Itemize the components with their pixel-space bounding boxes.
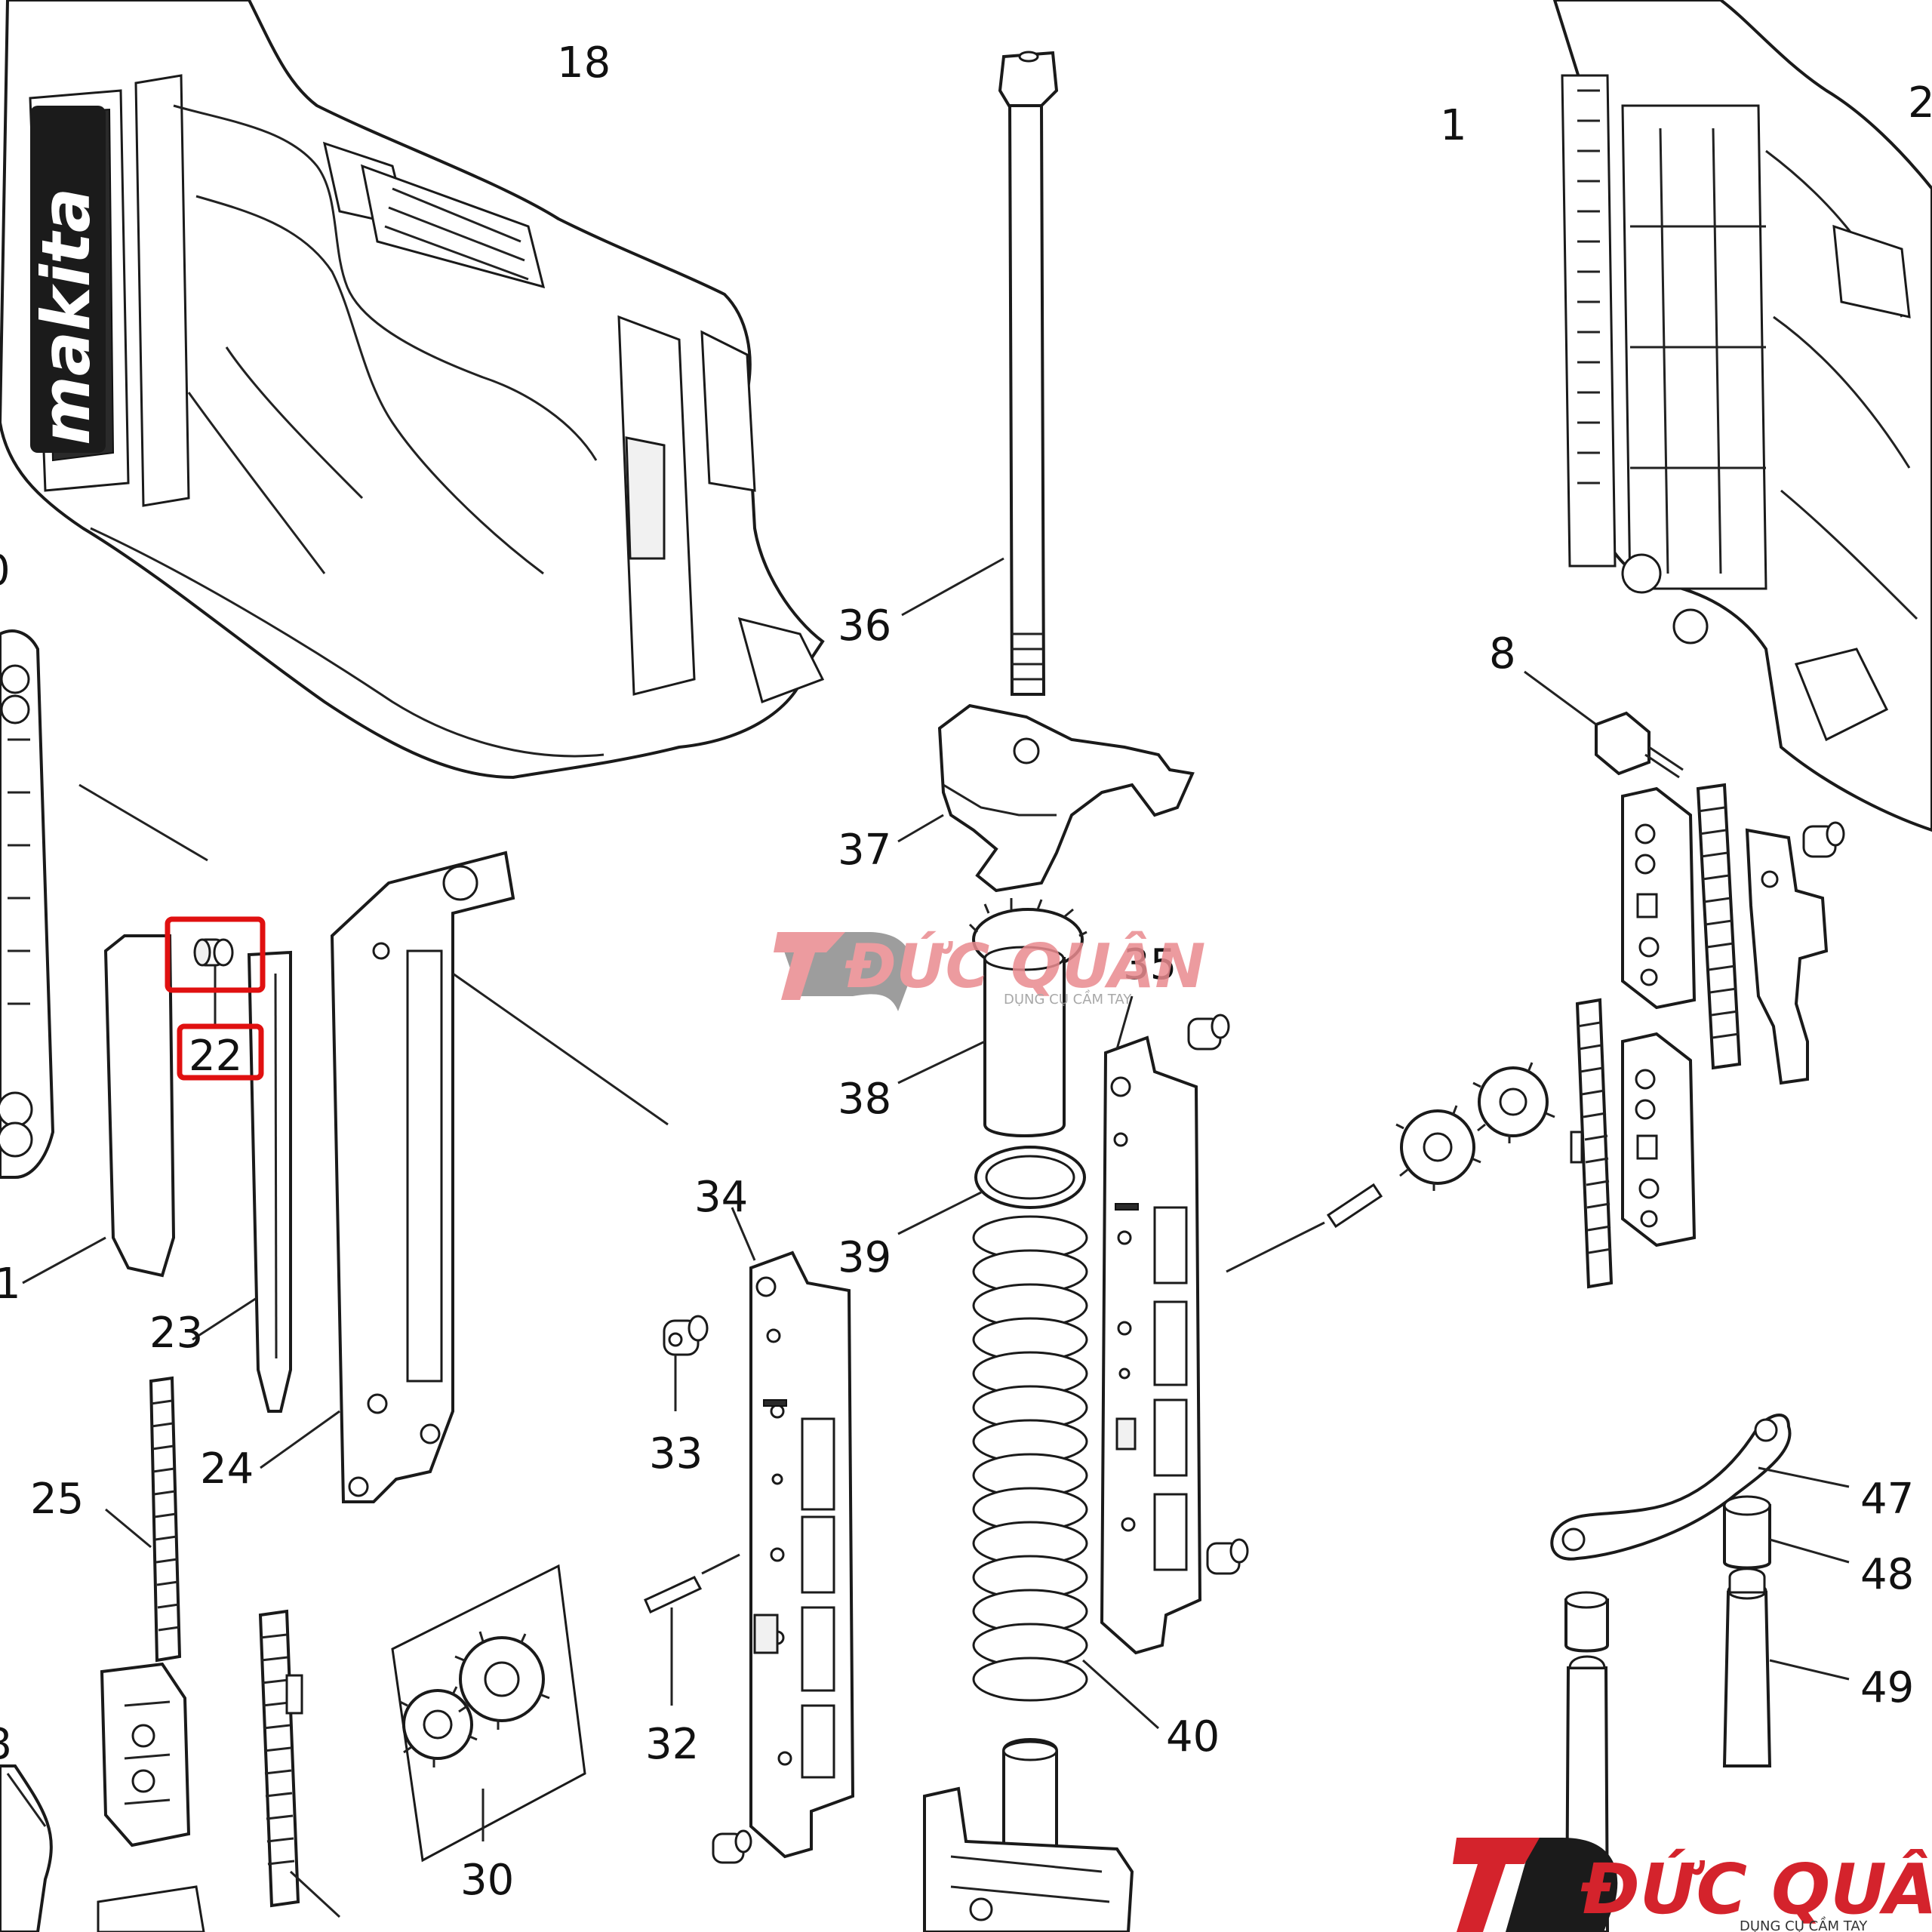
callout-47: 47 — [1860, 1475, 1914, 1524]
plate-part-35 — [1100, 1035, 1202, 1655]
highlight-part-22 — [165, 916, 266, 1081]
callout-35: 35 — [1123, 940, 1177, 989]
gear-small — [399, 1686, 478, 1767]
gears-right — [1395, 1062, 1555, 1191]
callout-24: 24 — [200, 1444, 254, 1494]
screw-upper-35 — [1187, 1014, 1230, 1051]
makita-logo: makita — [27, 106, 106, 453]
highlight-box-part — [165, 916, 266, 993]
watermark-center: ĐỨC QUÂN DỤNG CỤ CẦM TAY — [774, 931, 1205, 1011]
screw-right-upper — [1802, 821, 1845, 858]
right-plate-lower — [1621, 1032, 1697, 1247]
callout-21-partial: 1 — [0, 1260, 21, 1309]
callout-1: 1 — [1440, 101, 1467, 150]
callout-49: 49 — [1860, 1663, 1914, 1712]
rack-part-25 — [149, 1376, 182, 1663]
bush-part-48 — [1723, 1495, 1771, 1570]
plate-part-21 — [103, 934, 176, 1278]
callout-39: 39 — [838, 1233, 891, 1282]
spring-part-40 — [972, 1215, 1088, 1702]
callout-40: 40 — [1166, 1712, 1220, 1761]
plate-part-34 — [749, 1251, 855, 1859]
washer-part-39 — [974, 1146, 1086, 1209]
link-part-47 — [1550, 1414, 1792, 1561]
sleeve-part-38 — [968, 898, 1088, 1137]
left-strip-part-20 — [0, 629, 55, 1179]
highlight-box-label — [177, 1023, 264, 1081]
bracket-part-37 — [937, 703, 1195, 893]
pin-part-22 — [193, 938, 234, 1026]
callout-22: 22 — [189, 1032, 242, 1081]
callout-33: 33 — [649, 1429, 703, 1478]
right-bracket-upper — [1745, 828, 1829, 1085]
callout-20-partial: 0 — [0, 546, 11, 595]
right-plate-upper — [1621, 786, 1697, 1010]
callout-labels: 18 1 2 36 8 37 35 22 38 39 34 23 33 24 2… — [0, 38, 1932, 1905]
bracket-part-28 — [0, 1764, 205, 1932]
callout-48: 48 — [1860, 1550, 1914, 1599]
watermark-center-name: ĐỨC QUÂN — [844, 931, 1205, 1001]
blade-part-23 — [247, 950, 292, 1413]
callout-8: 8 — [1489, 629, 1516, 678]
callout-28-partial: 8 — [0, 1720, 12, 1769]
makita-logo-text: makita — [27, 188, 105, 445]
slide-block — [100, 1662, 191, 1847]
watermark-corner-tagline: DỤNG CỤ CẦM TAY — [1740, 1916, 1868, 1932]
screw-bottom — [712, 1829, 752, 1864]
watermark-corner-name: ĐỨC QUÂN — [1580, 1847, 1932, 1930]
housing-part-18: makita — [0, 0, 825, 780]
pin-part-49 — [1722, 1567, 1772, 1767]
callout-36: 36 — [838, 601, 891, 651]
rack-right-upper — [1696, 783, 1742, 1070]
rack-part-26 — [258, 1609, 303, 1908]
callout-23: 23 — [149, 1309, 203, 1358]
screw-lower-35 — [1206, 1538, 1249, 1575]
housing-part-1 — [1552, 0, 1932, 832]
callout-34: 34 — [694, 1173, 748, 1222]
watermark-center-tagline: DỤNG CỤ CẦM TAY — [1004, 989, 1132, 1008]
gear-large — [454, 1631, 550, 1730]
pin-right — [1326, 1183, 1383, 1229]
callout-30: 30 — [460, 1856, 514, 1905]
guide-base — [923, 1738, 1134, 1932]
connector-part-8 — [1595, 711, 1684, 779]
callout-37: 37 — [838, 826, 891, 875]
shaft-part-36 — [998, 51, 1059, 696]
roll-pin-part-32 — [644, 1576, 703, 1614]
rack-right-lower — [1570, 998, 1614, 1289]
callout-2: 2 — [1908, 78, 1932, 128]
gear-set-part-30 — [391, 1564, 586, 1863]
callout-38: 38 — [838, 1075, 891, 1124]
watermark-corner: ĐỨC QUÂN DỤNG CỤ CẦM TAY — [1453, 1838, 1932, 1932]
callout-25: 25 — [30, 1475, 84, 1524]
screw-part-33 — [663, 1315, 709, 1356]
frame-part-24 — [330, 851, 515, 1503]
callout-32: 32 — [645, 1720, 699, 1769]
callout-18: 18 — [557, 38, 611, 88]
